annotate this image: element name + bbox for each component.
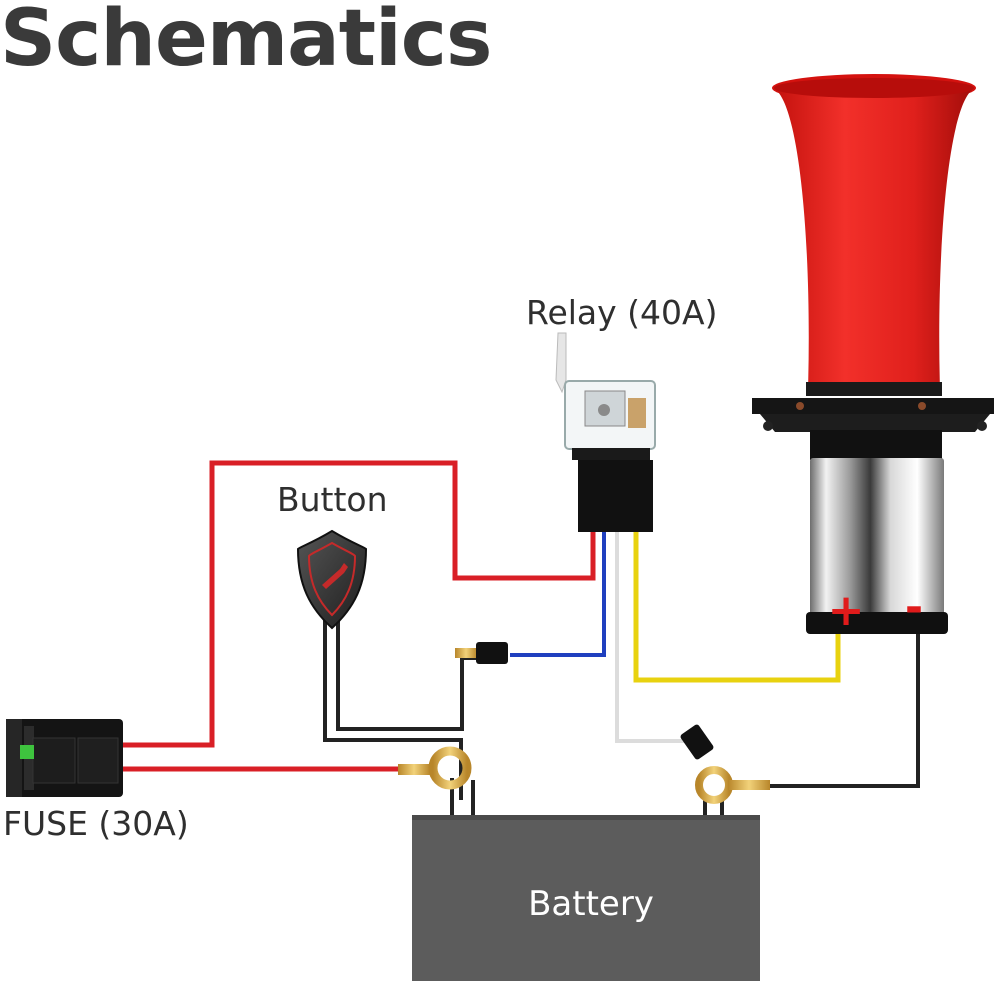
horn-negative-mark: - [905, 582, 923, 633]
fuse-holder [6, 719, 123, 797]
button-label: Button [277, 480, 388, 519]
horn-glyph-icon [322, 563, 348, 589]
ring-terminal-positive [398, 746, 472, 790]
battery [412, 815, 760, 981]
horn-positive-mark: + [828, 585, 865, 636]
ring-terminal-negative [680, 724, 770, 804]
horn [752, 74, 994, 634]
relay-label: Relay (40A) [526, 293, 718, 332]
spade-connector [455, 642, 508, 664]
black-wire-button-b [336, 612, 480, 731]
page-title: Schematics [0, 0, 492, 84]
horn-button [296, 529, 368, 630]
red-wire-fuse-to-relay [122, 460, 596, 748]
blue-wire [510, 532, 606, 657]
white-wire [615, 532, 690, 743]
yellow-wire [633, 532, 841, 683]
black-wire-button-a [323, 612, 463, 800]
battery-label: Battery [528, 884, 654, 924]
black-wire-horn-negative [768, 632, 920, 788]
relay [555, 332, 656, 532]
fuse-label: FUSE (30A) [3, 804, 189, 843]
